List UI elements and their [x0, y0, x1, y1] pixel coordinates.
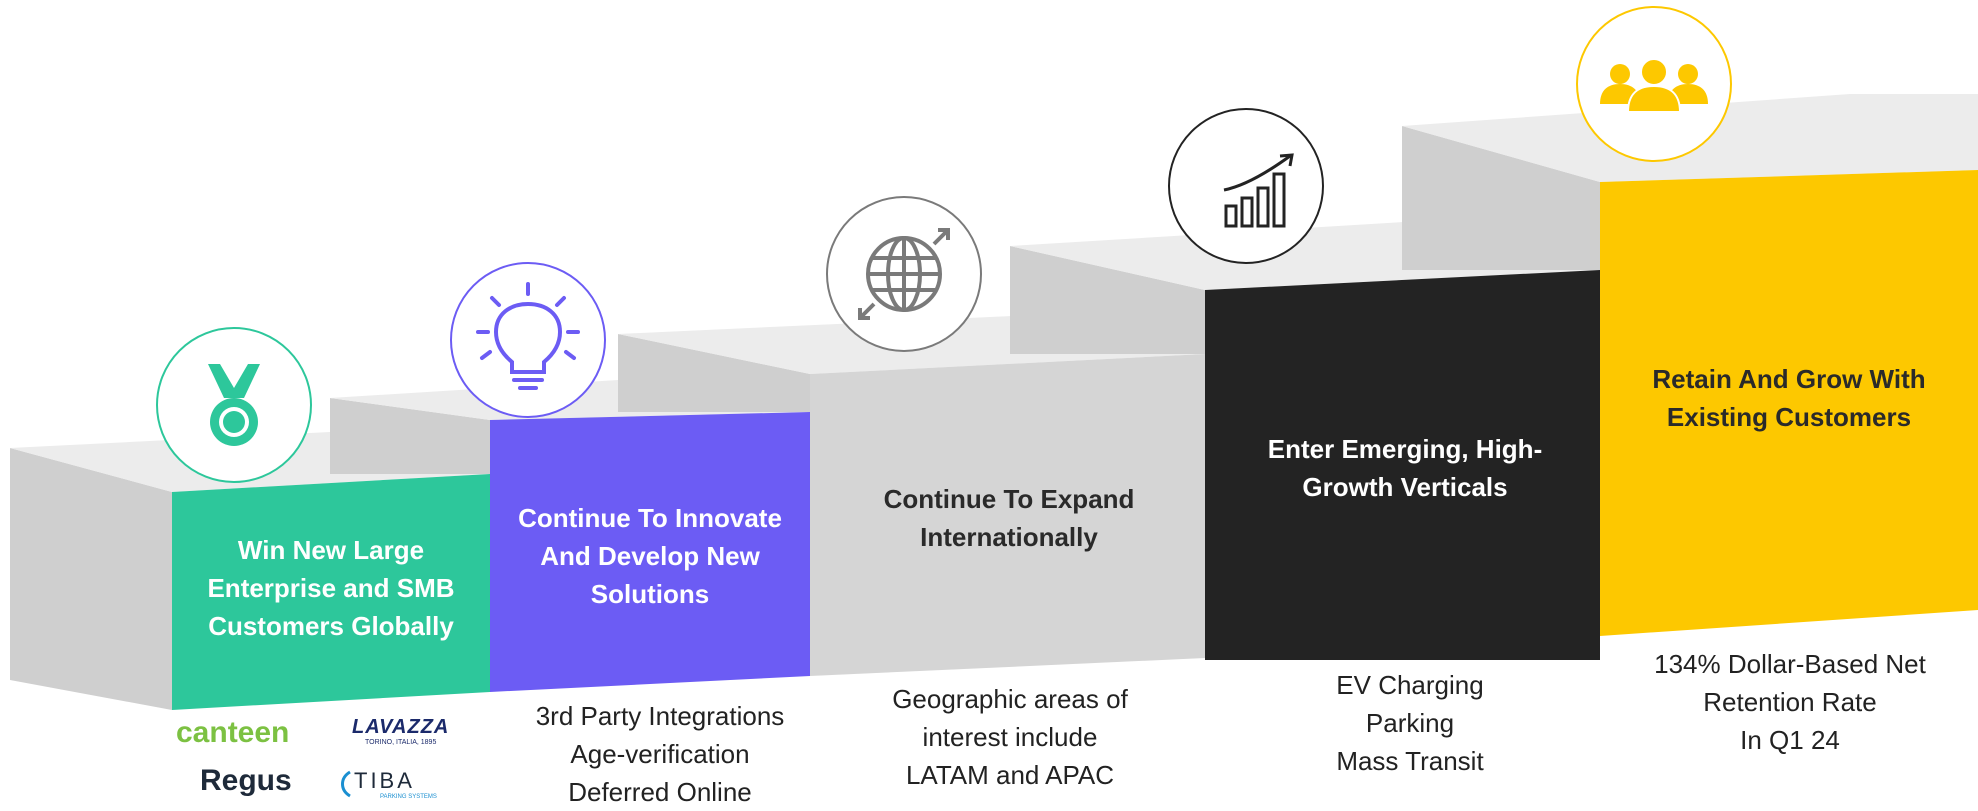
- detail-line: EV Charging: [1336, 670, 1484, 700]
- detail-line: Mass Transit: [1336, 746, 1484, 776]
- step2-title: Continue To Innovate And Develop New Sol…: [494, 496, 806, 616]
- step5-title-line: Retain And Grow With: [1652, 364, 1926, 394]
- detail-line: Geographic areas of: [892, 684, 1128, 714]
- step5-side-face: [1402, 126, 1600, 270]
- step5-title: Retain And Grow With Existing Customers: [1604, 358, 1974, 438]
- step3-details: Geographic areas of interest include LAT…: [830, 680, 1190, 794]
- detail-line: LATAM and APAC: [905, 760, 1115, 790]
- step2-title-line: And Develop New: [540, 541, 760, 571]
- detail-line: Parking: [1365, 708, 1455, 738]
- detail-line: Deferred Online: [568, 777, 752, 807]
- step1-side-face: [10, 448, 172, 710]
- step5-block: [1600, 170, 1978, 636]
- medal-icon: [156, 327, 312, 483]
- lightbulb-icon: [450, 262, 606, 418]
- step1-title: Win New Large Enterprise and SMB Custome…: [176, 528, 486, 648]
- customers-group-icon: [1576, 6, 1732, 162]
- step3-side-face: [618, 334, 810, 412]
- detail-line: In Q1 24: [1740, 725, 1840, 755]
- step2-side-face: [330, 398, 490, 474]
- regus-logo: Regus: [200, 764, 292, 797]
- step1-title-line: Customers Globally: [208, 611, 454, 641]
- detail-line: Age-verification: [570, 739, 750, 769]
- step4-details: EV Charging Parking Mass Transit: [1230, 666, 1590, 780]
- lavazza-logo: LAVAZZA TORINO, ITALIA, 1895: [352, 716, 449, 746]
- tiba-logo: TIBA PARKING SYSTEMS: [340, 768, 437, 800]
- step2-details: 3rd Party Integrations Age-verification …: [490, 697, 830, 811]
- step3-title: Continue To Expand Internationally: [814, 478, 1204, 558]
- step2-title-line: Continue To Innovate: [518, 503, 782, 533]
- lavazza-subtitle: TORINO, ITALIA, 1895: [365, 739, 437, 746]
- step4-title-line: Enter Emerging, High-: [1267, 434, 1543, 464]
- canteen-logo: canteen: [176, 716, 290, 749]
- step4-title-line: Growth Verticals: [1302, 472, 1508, 502]
- tiba-swoosh-icon: [341, 770, 351, 798]
- lavazza-wordmark: LAVAZZA: [352, 716, 450, 738]
- detail-line: 134% Dollar-Based Net: [1654, 649, 1926, 679]
- step3-title-line: Continue To Expand: [883, 484, 1135, 514]
- globe-icon: [826, 196, 982, 352]
- detail-line: interest include: [922, 722, 1098, 752]
- step4-block: [1205, 270, 1600, 660]
- step5-title-line: Existing Customers: [1666, 402, 1912, 432]
- step2-title-line: Solutions: [590, 579, 710, 609]
- step5-details: 134% Dollar-Based Net Retention Rate In …: [1620, 645, 1960, 759]
- tiba-subtitle: PARKING SYSTEMS: [380, 794, 437, 800]
- detail-line: 3rd Party Integrations: [535, 701, 785, 731]
- step4-title: Enter Emerging, High- Growth Verticals: [1210, 428, 1600, 508]
- step2-block: [490, 412, 810, 692]
- growth-chart-icon: [1168, 108, 1324, 264]
- step1-title-line: Enterprise and SMB: [207, 573, 455, 603]
- step3-block: [810, 354, 1205, 676]
- step3-title-line: Internationally: [920, 522, 1098, 552]
- tiba-wordmark: TIBA: [354, 768, 415, 793]
- step1-title-line: Win New Large: [237, 535, 425, 565]
- step1-block: [172, 474, 490, 710]
- step4-side-face: [1010, 246, 1205, 354]
- detail-line: Retention Rate: [1703, 687, 1877, 717]
